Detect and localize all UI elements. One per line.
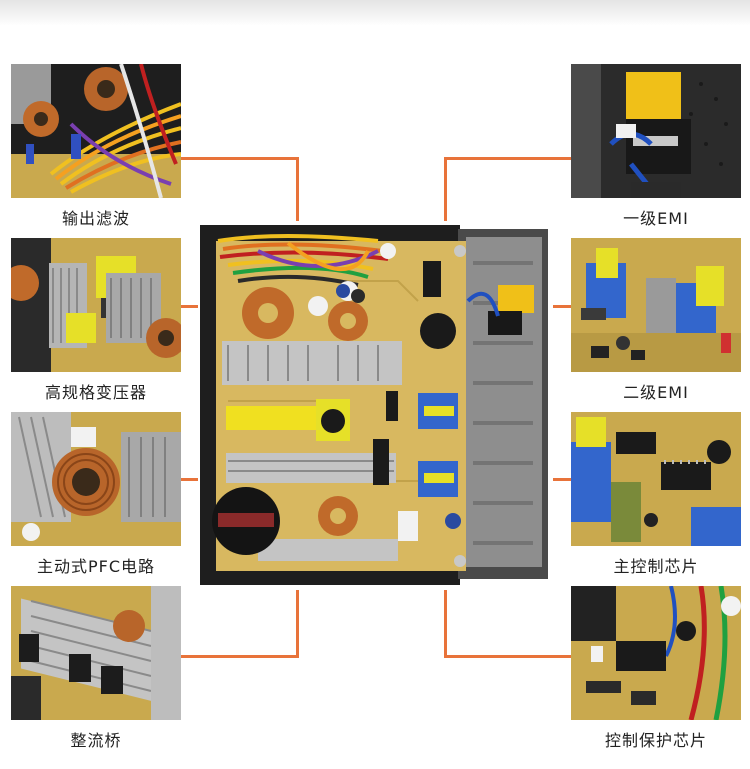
connector-line-left-1-h: [181, 157, 299, 160]
photo-emi-stage-2: [571, 238, 741, 372]
connector-line-right-2: [540, 305, 571, 308]
caption-transformers: 高规格变压器: [44, 383, 147, 402]
caption-bridge-rectifier: 整流桥: [70, 731, 122, 750]
connector-line-left-4-v: [296, 582, 299, 658]
connector-line-right-1-h: [444, 157, 571, 160]
photo-active-pfc: [11, 412, 181, 546]
connector-line-left-4-h: [181, 655, 299, 658]
caption-emi-stage-1: 一级EMI: [623, 209, 689, 228]
photo-main-control-chip: [571, 412, 741, 546]
connector-line-left-2: [181, 305, 211, 308]
photo-protection-chip: [571, 586, 741, 720]
connector-line-right-4-v: [444, 582, 447, 658]
caption-output-filter: 输出滤波: [61, 209, 130, 228]
connector-line-right-4-h: [444, 655, 571, 658]
connector-line-right-1-v: [444, 157, 447, 233]
caption-active-pfc: 主动式PFC电路: [36, 557, 156, 576]
caption-main-control-chip: 主控制芯片: [613, 557, 699, 576]
photo-psu-internals: [198, 221, 553, 590]
photo-transformers: [11, 238, 181, 372]
photo-output-filter: [11, 64, 181, 198]
connector-line-left-3: [181, 478, 211, 481]
photo-bridge-rectifier: [11, 586, 181, 720]
top-shadow: [0, 0, 750, 26]
caption-emi-stage-2: 二级EMI: [623, 383, 689, 402]
caption-protection-chip: 控制保护芯片: [604, 731, 707, 750]
connector-line-right-3: [540, 478, 571, 481]
connector-line-left-1-v: [296, 157, 299, 229]
photo-emi-stage-1: [571, 64, 741, 198]
